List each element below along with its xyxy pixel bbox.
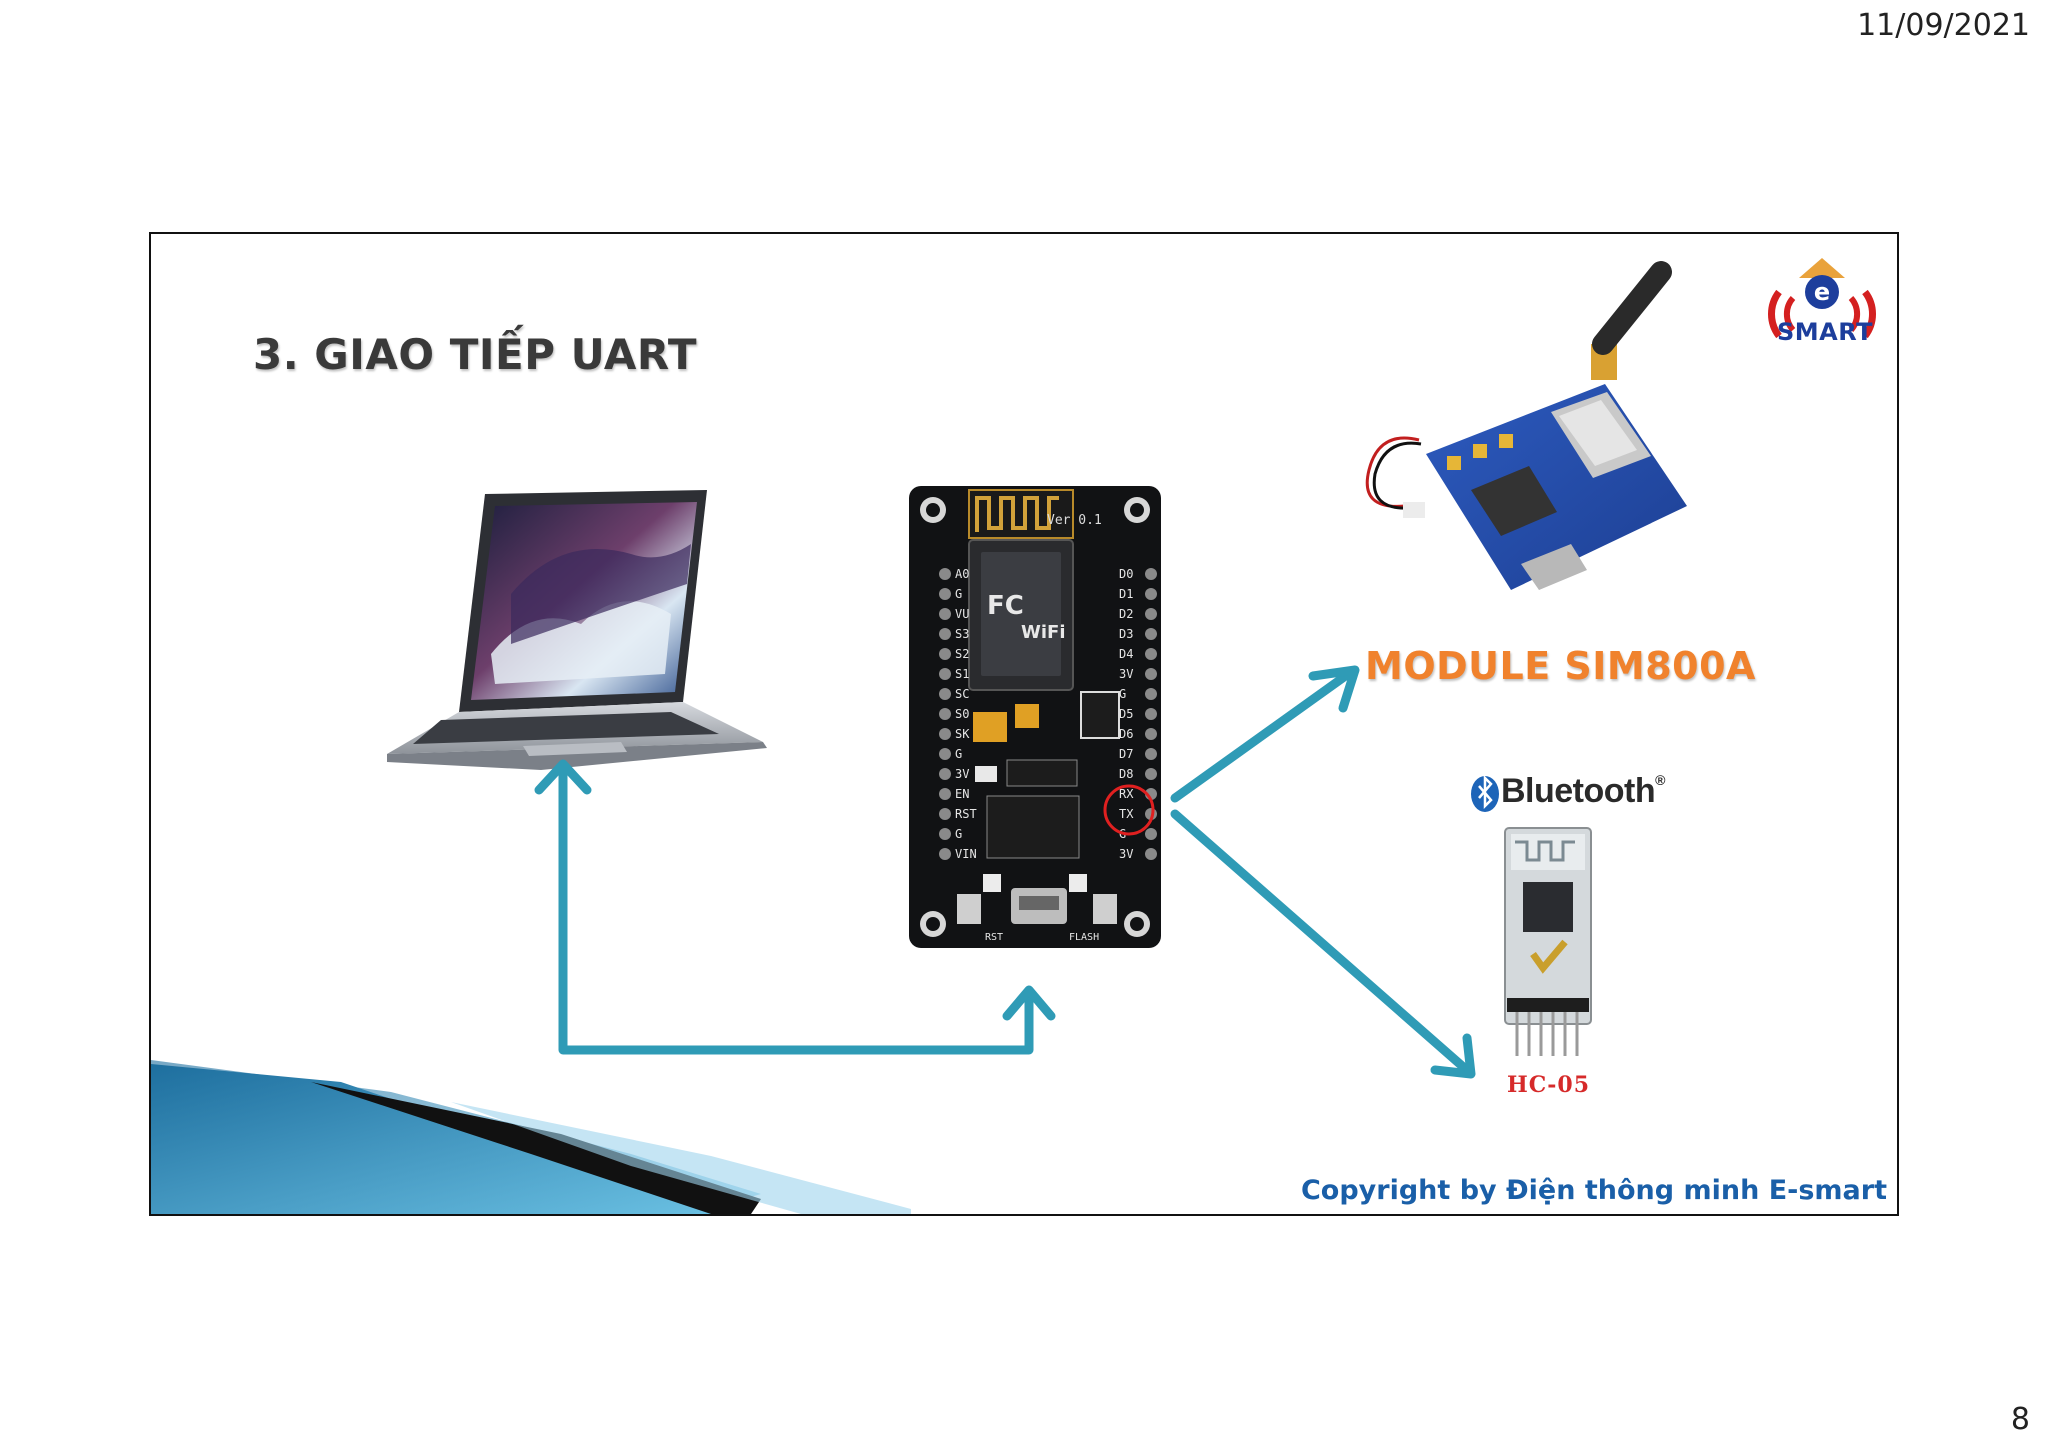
pin-left-14: VIN <box>955 847 977 861</box>
pin-right-4: D4 <box>1119 647 1133 661</box>
hc05-module-image <box>1504 827 1592 1056</box>
arrow-head-board <box>1002 985 1056 1021</box>
arrow-laptop-to-board <box>558 761 1034 1055</box>
pin-left-4: S2 <box>955 647 969 661</box>
sim800a-module-image <box>1365 261 1687 590</box>
pin-right-6: G <box>1119 687 1126 701</box>
arrow-head-laptop <box>534 759 592 795</box>
pin-left-8: SK <box>955 727 970 741</box>
pin-right-2: D2 <box>1119 607 1133 621</box>
hc05-label: HC-05 <box>1507 1072 1591 1098</box>
pin-right-5: 3V <box>1119 667 1133 681</box>
pin-left-9: G <box>955 747 962 761</box>
arrow-to-hc05 <box>1170 809 1474 1077</box>
svg-text:FC: FC <box>987 591 1024 621</box>
pin-right-9: D7 <box>1119 747 1133 761</box>
pin-left-5: S1 <box>955 667 969 681</box>
bluetooth-brand-text: Bluetooth <box>1501 772 1656 810</box>
sim-module-label: MODULE SIM800A <box>1365 644 1756 688</box>
pin-left-2: VU <box>955 607 969 621</box>
logo-letter: e <box>1814 278 1830 306</box>
pin-left-1: G <box>955 587 962 601</box>
pin-right-3: D3 <box>1119 627 1133 641</box>
bluetooth-brand: Bluetooth® <box>1501 772 1665 811</box>
flash-label: FLASH <box>1069 932 1099 943</box>
slide: e FC WiFi Ver 0.1 <box>149 232 1899 1216</box>
pin-right-1: D1 <box>1119 587 1133 601</box>
logo-wordmark: SMART <box>1777 318 1874 346</box>
pin-left-3: S3 <box>955 627 969 641</box>
uart-arrows <box>534 665 1476 1079</box>
rx-tx-highlight <box>1103 784 1155 836</box>
arrow-to-sim <box>1170 667 1356 803</box>
pin-right-8: D6 <box>1119 727 1133 741</box>
pin-right-11: RX <box>1119 787 1134 801</box>
pin-left-12: RST <box>955 807 977 821</box>
ver-label: Ver 0.1 <box>1047 513 1102 528</box>
pin-right-10: D8 <box>1119 767 1133 781</box>
wifi-label: WiFi <box>1021 622 1066 643</box>
corner-decoration <box>151 1060 911 1214</box>
pin-right-7: D5 <box>1119 707 1133 721</box>
slide-artwork: e FC WiFi Ver 0.1 <box>151 258 1876 1214</box>
pin-left-11: EN <box>955 787 969 801</box>
esmart-logo-icon: e <box>1768 258 1876 339</box>
nodemcu-board-image: FC WiFi Ver 0.1 A0 G VU S3 <box>909 486 1161 948</box>
arrow-head-sim <box>1308 665 1360 713</box>
pin-right-14: 3V <box>1119 847 1133 861</box>
copyright-text: Copyright by Điện thông minh E-smart <box>1300 1175 1887 1206</box>
pin-right-0: D0 <box>1119 567 1133 581</box>
bluetooth-reg-mark: ® <box>1655 772 1665 788</box>
page-number: 8 <box>2010 1402 2030 1437</box>
arrow-head-hc05 <box>1430 1033 1476 1079</box>
bluetooth-icon <box>1471 774 1499 812</box>
pin-left-7: S0 <box>955 707 969 721</box>
slide-title: 3. GIAO TIẾP UART <box>253 330 698 379</box>
rst-label: RST <box>985 932 1003 943</box>
pin-left-10: 3V <box>955 767 969 781</box>
pin-left-6: SC <box>955 687 969 701</box>
pin-left-0: A0 <box>955 567 969 581</box>
pin-left-13: G <box>955 827 962 841</box>
page-date: 11/09/2021 <box>1857 8 2030 43</box>
laptop-image <box>387 490 767 770</box>
pin-right-12: TX <box>1119 807 1134 821</box>
